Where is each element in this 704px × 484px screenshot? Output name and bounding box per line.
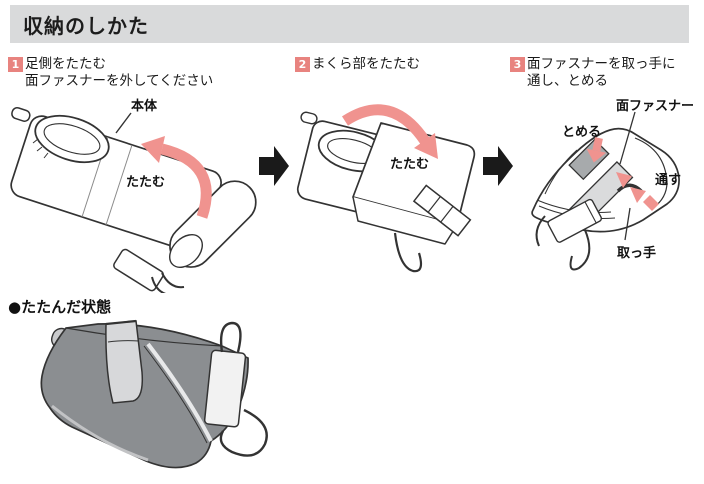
- figure-step3-strap-through-handle: [531, 111, 680, 271]
- power-cord: [535, 215, 546, 247]
- flap-rim-highlight: [146, 342, 213, 442]
- page-title: 収納のしかた: [23, 13, 149, 38]
- power-cord: [219, 408, 268, 457]
- fastener-strap: [412, 184, 472, 237]
- handle-label-leader-line: [624, 207, 631, 241]
- label-fold-step2: たたむ: [390, 157, 430, 172]
- body-label-leader-line: [115, 112, 132, 134]
- flap-under-edge: [352, 196, 458, 245]
- secure-direction-arrow: [586, 137, 607, 163]
- fold-direction-arrow: [341, 104, 430, 145]
- pass-through-arrow: [616, 172, 632, 188]
- step-1-instruction: 1 足側をたたむ 面ファスナーを外してください: [8, 56, 268, 90]
- controller-pouch: [113, 248, 164, 292]
- controller: [203, 349, 247, 428]
- figure-step2-fold-pillow: [296, 104, 476, 273]
- label-handle: 取っ手: [617, 246, 657, 261]
- label-pass-through: 通す: [655, 173, 682, 188]
- roll-end-cap: [169, 234, 203, 268]
- step-2-number-badge: 2: [295, 57, 310, 72]
- pass-through-arrow: [630, 187, 646, 203]
- cord-loop: [219, 321, 242, 353]
- controller-pouch: [547, 198, 603, 243]
- next-step-arrow-icon: [483, 146, 513, 186]
- step-2-instruction: 2 まくら部をたたむ: [295, 56, 495, 73]
- label-fold-step1: たたむ: [126, 175, 166, 190]
- fold-direction-arrow: [160, 143, 212, 219]
- mat-hanging-tab: [300, 111, 318, 125]
- power-cord: [161, 272, 185, 289]
- power-cord: [393, 232, 423, 273]
- label-main-body: 本体: [131, 99, 158, 114]
- step-3-number-badge: 3: [510, 57, 525, 72]
- step-3-line1: 面ファスナーを取っ手に: [527, 56, 676, 72]
- figure-folded-state: [40, 319, 268, 469]
- step-3-line2: 通し、とめる: [527, 73, 608, 89]
- step-1-line2: 面ファスナーを外してください: [25, 73, 214, 89]
- section-header: 収納のしかた: [10, 5, 689, 43]
- pillow: [34, 114, 110, 164]
- folded-state-heading: ●たたんだ状態: [8, 298, 112, 316]
- figure-step1-fold-foot-side: [10, 107, 257, 293]
- step-1-number-badge: 1: [8, 57, 23, 72]
- bottom-rim-highlight: [51, 404, 149, 462]
- label-fastener: 面ファスナー: [616, 99, 695, 114]
- pass-through-arrow-tail: [643, 195, 659, 211]
- pillow-end-curve: [634, 137, 668, 209]
- mat-hanging-tab: [11, 107, 31, 122]
- fold-arrow-head: [141, 136, 165, 163]
- label-secure: とめる: [562, 125, 602, 140]
- step-2-line1: まくら部をたたむ: [312, 56, 420, 72]
- fold-arrow-head: [414, 133, 438, 159]
- next-step-arrow-icon: [259, 146, 289, 186]
- step-3-instruction: 3 面ファスナーを取っ手に 通し、とめる: [510, 56, 700, 90]
- fastener-label-leader-line: [619, 111, 636, 165]
- step-1-line1: 足側をたたむ: [25, 56, 106, 72]
- fastener-strap: [105, 320, 144, 404]
